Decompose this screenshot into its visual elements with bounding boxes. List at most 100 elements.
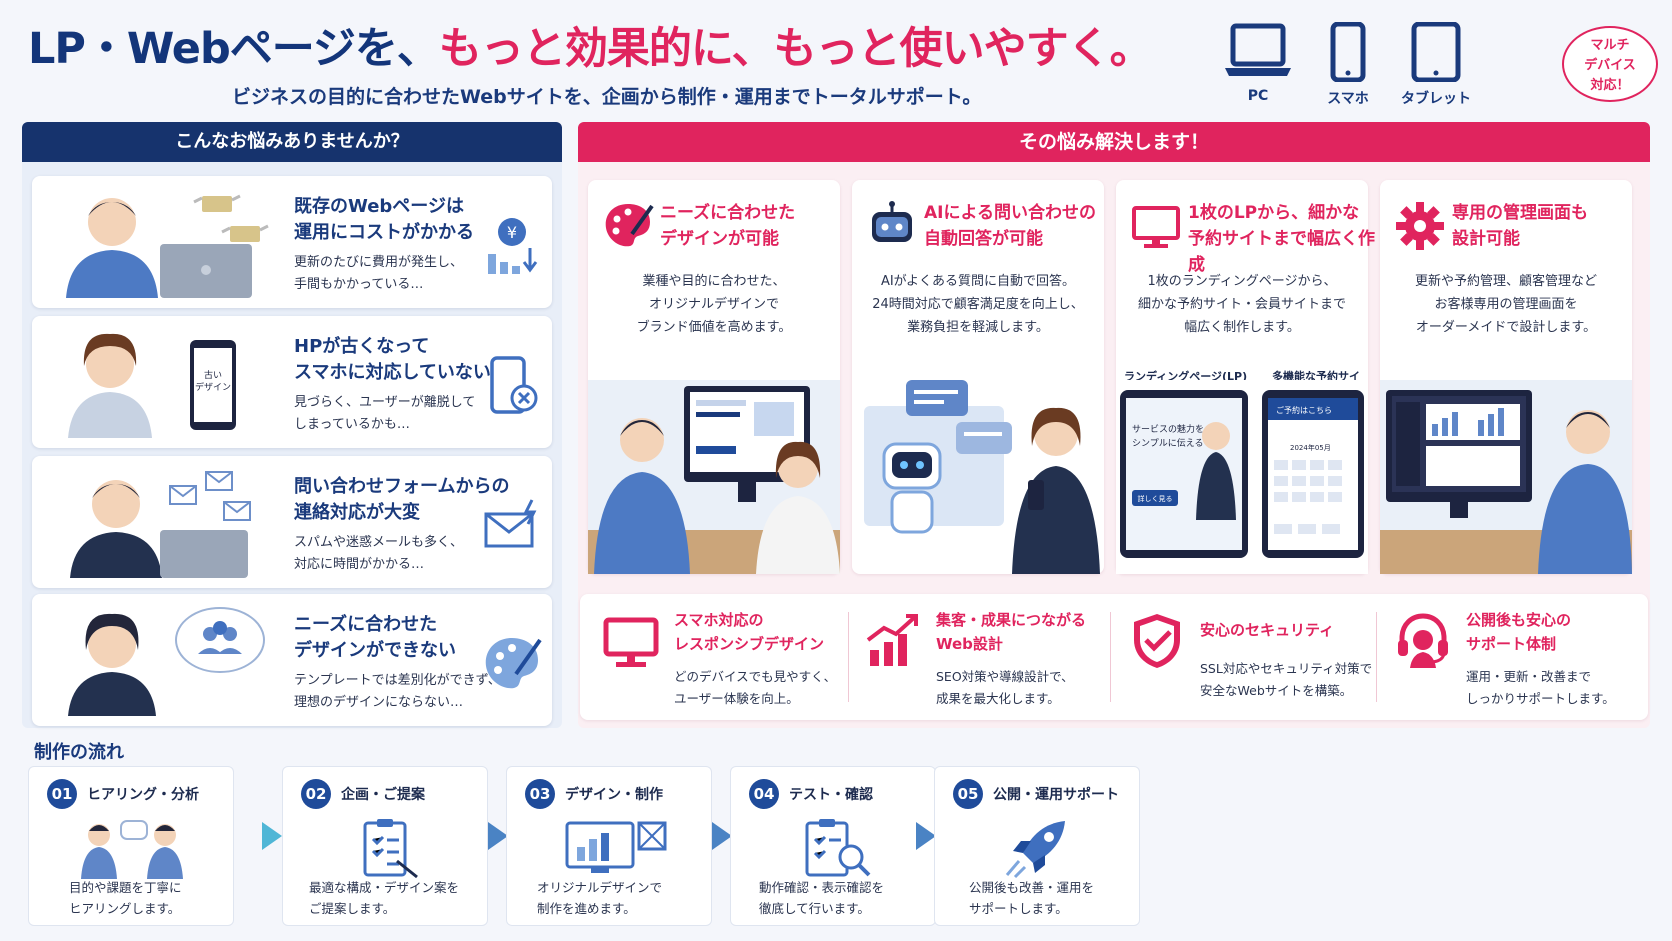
mail-alert-icon bbox=[484, 499, 537, 548]
step-desc: 目的や課題を丁寧にヒアリングします。 bbox=[69, 880, 182, 916]
solution-title: 専用の管理画面も設計可能 bbox=[1452, 203, 1588, 249]
worried-man-laptop-illustration bbox=[66, 194, 269, 298]
svg-text:¥: ¥ bbox=[507, 223, 517, 242]
feature-responsive: スマホ対応のレスポンシブデザイン どのデバイスでも見やすく、ユーザー体験を向上。 bbox=[588, 600, 854, 712]
features-strip bbox=[580, 594, 1648, 720]
gear-icon bbox=[1396, 202, 1444, 250]
feature-title: スマホ対応のレスポンシブデザイン bbox=[674, 611, 825, 653]
page-title: LP・Webページを、もっと効果的に、もっと使いやすく。 bbox=[28, 24, 1153, 74]
step-title: デザイン・制作 bbox=[565, 787, 663, 803]
step-number: 03 bbox=[525, 779, 555, 809]
solution-title: ニーズに合わせたデザインが可能 bbox=[660, 203, 796, 249]
tablet-icon bbox=[1411, 22, 1461, 82]
step-number: 02 bbox=[301, 779, 331, 809]
svg-text:詳しく見る: 詳しく見る bbox=[1138, 494, 1173, 503]
device-label-pc: PC bbox=[1247, 88, 1269, 104]
problem-title: 既存のWebページは運用にコストがかかる bbox=[294, 196, 474, 243]
problem-title: 問い合わせフォームからの連絡対応が大変 bbox=[294, 476, 510, 523]
svg-text:2024年05月: 2024年05月 bbox=[1290, 443, 1331, 452]
robot-icon bbox=[872, 201, 912, 242]
step-title: 公開・運用サポート bbox=[993, 787, 1119, 803]
svg-text:デザイン: デザイン bbox=[195, 381, 231, 393]
ai-chatbot-illustration bbox=[864, 380, 1100, 574]
problem-title: HPが古くなってスマホに対応していない bbox=[294, 336, 491, 383]
step-number: 04 bbox=[749, 779, 779, 809]
flow-step-01: 01 ヒアリング・分析 目的や課題を丁寧にヒアリングします。 bbox=[28, 766, 234, 926]
rocket-icon bbox=[1005, 821, 1065, 879]
device-pc: PC bbox=[1218, 22, 1298, 104]
flow-arrow bbox=[262, 822, 282, 850]
solution-desc: 更新や予約管理、顧客管理などお客様専用の管理画面をオーダーメイドで設計します。 bbox=[1414, 274, 1597, 335]
flow-arrow bbox=[916, 822, 936, 850]
step-title: テスト・確認 bbox=[789, 787, 873, 803]
yen-down-icon: ¥ bbox=[488, 218, 538, 274]
flow-step-03: 03 デザイン・制作 オリジナルデザインで制作を進めます。 bbox=[506, 766, 712, 926]
step-title: ヒアリング・分析 bbox=[87, 787, 199, 803]
step-desc: 動作確認・表示確認を徹底して行います。 bbox=[759, 880, 885, 916]
shield-check-icon bbox=[1134, 614, 1180, 668]
problem-card-cost: 既存のWebページは運用にコストがかかる 更新のたびに費用が発生し、手間もかかっ… bbox=[32, 176, 552, 308]
monitor-icon bbox=[1132, 206, 1180, 248]
feature-desc: SEO対策や導線設計で、成果を最大化します。 bbox=[936, 669, 1074, 706]
problem-card-mobile: 古い デザイン HPが古くなってスマホに対応していない 見づらく、ユーザーが離脱… bbox=[32, 316, 552, 448]
feature-desc: どのデバイスでも見やすく、ユーザー体験を向上。 bbox=[674, 669, 837, 706]
meeting-icon bbox=[81, 820, 183, 879]
feature-support: 公開後も安心のサポート体制 運用・更新・改善までしっかりサポートします。 bbox=[1380, 600, 1646, 712]
step-number: 05 bbox=[953, 779, 983, 809]
problem-desc: 見づらく、ユーザーが離脱してしまっているかも… bbox=[294, 395, 476, 432]
feature-title: 安心のセキュリティ bbox=[1200, 621, 1335, 639]
problem-card-inquiry: 問い合わせフォームからの連絡対応が大変 スパムや迷惑メールも多く、対応に時間がか… bbox=[32, 456, 552, 588]
growth-chart-icon bbox=[866, 614, 918, 666]
monitor-icon bbox=[603, 617, 659, 667]
device-label-smartphone: スマホ bbox=[1327, 91, 1369, 107]
lp-booking-tablets-illustration: サービスの魅力を シンプルに伝える 詳しく見る ご予約はこちら 2024年05月 bbox=[1116, 380, 1368, 574]
thinking-woman-illustration bbox=[68, 607, 265, 716]
solutions-heading: その悩み解決します！ bbox=[578, 122, 1650, 162]
flow-arrow bbox=[488, 822, 508, 850]
palette-icon bbox=[605, 204, 654, 247]
smartphone-icon bbox=[1330, 22, 1366, 82]
feature-divider bbox=[848, 612, 849, 702]
problems-heading: こんなお悩みありませんか？ bbox=[22, 122, 562, 162]
feature-divider bbox=[1110, 612, 1111, 702]
step-desc: オリジナルデザインで制作を進めます。 bbox=[537, 880, 663, 916]
step-title: 企画・ご提案 bbox=[341, 787, 425, 803]
palette-icon bbox=[485, 638, 542, 689]
problem-desc: テンプレートでは差別化ができず、理想のデザインにならない… bbox=[294, 673, 501, 710]
laptop-icon bbox=[1225, 23, 1291, 76]
feature-divider bbox=[1376, 612, 1377, 702]
step-number: 01 bbox=[47, 779, 77, 809]
flow-arrow bbox=[712, 822, 732, 850]
stressed-man-emails-illustration bbox=[70, 471, 251, 578]
flow-heading: 制作の流れ bbox=[34, 742, 124, 763]
device-smartphone: スマホ bbox=[1308, 22, 1388, 108]
svg-text:シンプルに伝える: シンプルに伝える bbox=[1132, 438, 1203, 449]
feature-security: 安心のセキュリティ SSL対応やセキュリティ対策で安全なWebサイトを構築。 bbox=[1114, 600, 1380, 712]
step-desc: 最適な構成・デザイン案をご提案します。 bbox=[309, 880, 460, 916]
step-desc: 公開後も改善・運用をサポートします。 bbox=[969, 880, 1095, 916]
solution-card-design: ニーズに合わせたデザインが可能 業種や目的に合わせた、オリジナルデザインでブラン… bbox=[588, 180, 840, 574]
worried-woman-phone-illustration: 古い デザイン bbox=[68, 333, 236, 438]
flow-step-05: 05 公開・運用サポート 公開後も改善・運用をサポートします。 bbox=[934, 766, 1140, 926]
problem-title: ニーズに合わせたデザインができない bbox=[294, 614, 456, 661]
admin-dashboard-illustration bbox=[1380, 380, 1632, 574]
phone-x-icon bbox=[490, 356, 538, 414]
solution-title: 1枚のLPから、細かな予約サイトまで幅広く作成 bbox=[1188, 203, 1375, 275]
headset-icon bbox=[1398, 613, 1448, 668]
solution-title: AIによる問い合わせの自動回答が可能 bbox=[924, 203, 1096, 249]
svg-text:サービスの魅力を: サービスの魅力を bbox=[1132, 423, 1204, 435]
solution-card-lp-booking: 1枚のLPから、細かな予約サイトまで幅広く作成 1枚のランディングページから、細… bbox=[1116, 180, 1375, 574]
designer-meeting-illustration bbox=[588, 380, 840, 574]
solution-card-admin: 専用の管理画面も設計可能 更新や予約管理、顧客管理などお客様専用の管理画面をオー… bbox=[1380, 180, 1632, 574]
feature-desc: SSL対応やセキュリティ対策で安全なWebサイトを構築。 bbox=[1200, 661, 1373, 698]
flow-step-04: 04 テスト・確認 動作確認・表示確認を徹底して行います。 bbox=[730, 766, 936, 926]
solution-desc: AIがよくある質問に自動で回答。24時間対応で顧客満足度を向上し、業務負担を軽減… bbox=[872, 274, 1084, 335]
clipboard-icon bbox=[363, 819, 418, 879]
svg-text:古い: 古い bbox=[204, 369, 222, 381]
problem-desc: スパムや迷惑メールも多く、対応に時間がかかる… bbox=[294, 535, 464, 572]
feature-title: 公開後も安心のサポート体制 bbox=[1466, 611, 1572, 653]
multi-device-badge: マルチデバイス対応！ bbox=[1562, 26, 1658, 102]
checklist-magnifier-icon bbox=[805, 819, 871, 877]
